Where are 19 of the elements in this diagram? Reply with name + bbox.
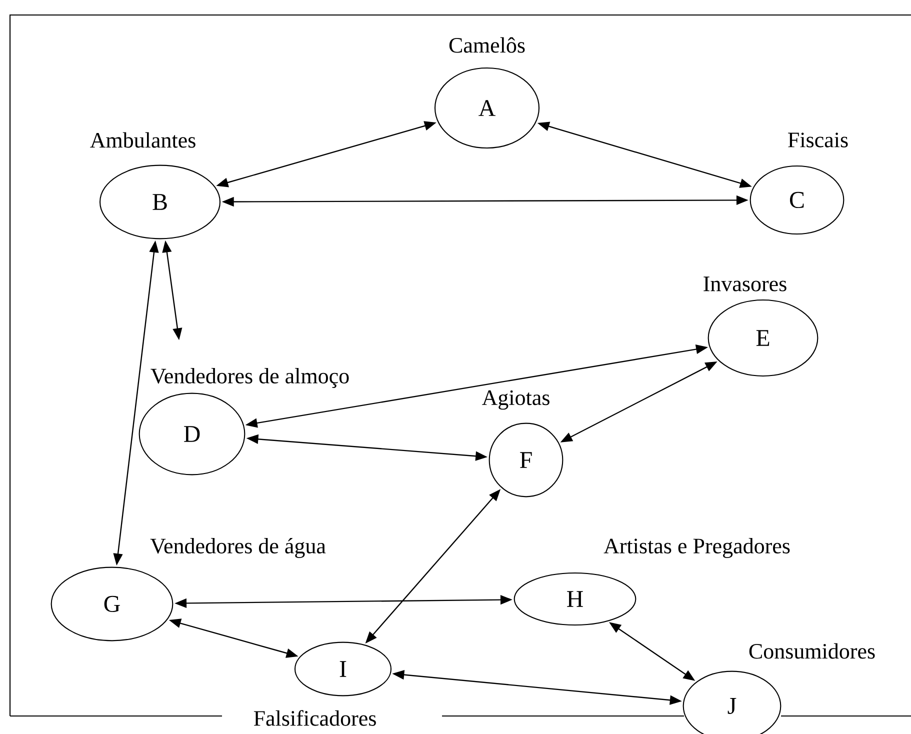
- ellipse-node: H: [514, 572, 636, 626]
- node-caption: Falsificadores: [254, 710, 376, 726]
- ellipse-node: I: [294, 642, 392, 696]
- ellipse-node: G: [50, 566, 174, 642]
- node-caption: Vendedores de água: [150, 538, 326, 558]
- ellipse-node: C: [750, 165, 844, 235]
- node-caption: Vendedores de almoço: [150, 368, 349, 388]
- ellipse-node: B: [99, 164, 221, 240]
- ellipse-node: A: [434, 67, 540, 149]
- ellipse-node: F: [488, 422, 564, 498]
- node-caption: Invasores: [704, 276, 786, 292]
- ellipse-node: D: [138, 392, 246, 476]
- node-caption: Agiotas: [482, 390, 550, 410]
- node-caption: Camelôs: [449, 37, 525, 53]
- ellipse-node: E: [708, 299, 818, 377]
- node-caption: Fiscais: [788, 132, 848, 148]
- node-caption: Consumidores: [749, 643, 875, 659]
- node-caption: Artistas e Pregadores: [604, 538, 790, 558]
- node-caption: Ambulantes: [90, 132, 196, 148]
